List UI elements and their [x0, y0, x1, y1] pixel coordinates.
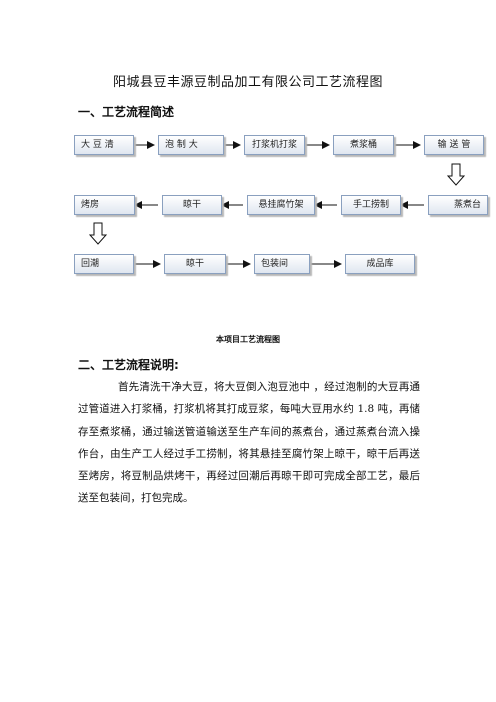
flow-step: 晾干: [162, 195, 222, 215]
process-description: 首先清洗干净大豆，将大豆倒入泡豆池中 ，经过泡制的大豆再通过管道进入打浆桶，打浆…: [78, 381, 420, 505]
flow-step: 煮浆桶: [333, 135, 394, 155]
flow-step: 泡 制 大: [158, 135, 224, 155]
flow-step: 包装间: [254, 254, 310, 274]
flow-step: 手工捞制: [341, 195, 401, 215]
flow-arrows: [88, 141, 466, 268]
flow-step: 回潮: [74, 254, 134, 274]
flow-step: 大 豆 清: [74, 135, 134, 155]
flow-step: 烤房: [74, 195, 135, 215]
flow-step: 蒸煮台: [428, 195, 488, 215]
section-heading-description: 二、工艺流程说明:: [78, 358, 179, 372]
flow-step: 打浆机打浆: [244, 135, 305, 155]
figure-caption: 本项目工艺流程图: [216, 334, 280, 344]
arrow-down: [446, 163, 466, 186]
arrow-down: [88, 222, 108, 245]
flow-step: 成品库: [345, 254, 415, 274]
section-heading-overview: 一、工艺流程简述: [78, 105, 175, 119]
document-title: 阳城县豆丰源豆制品加工有限公司工艺流程图: [112, 75, 383, 90]
flow-step: 输 送 管: [424, 135, 484, 155]
flow-step: 晾干: [164, 254, 226, 274]
flow-step: 悬挂腐竹架: [247, 195, 315, 215]
